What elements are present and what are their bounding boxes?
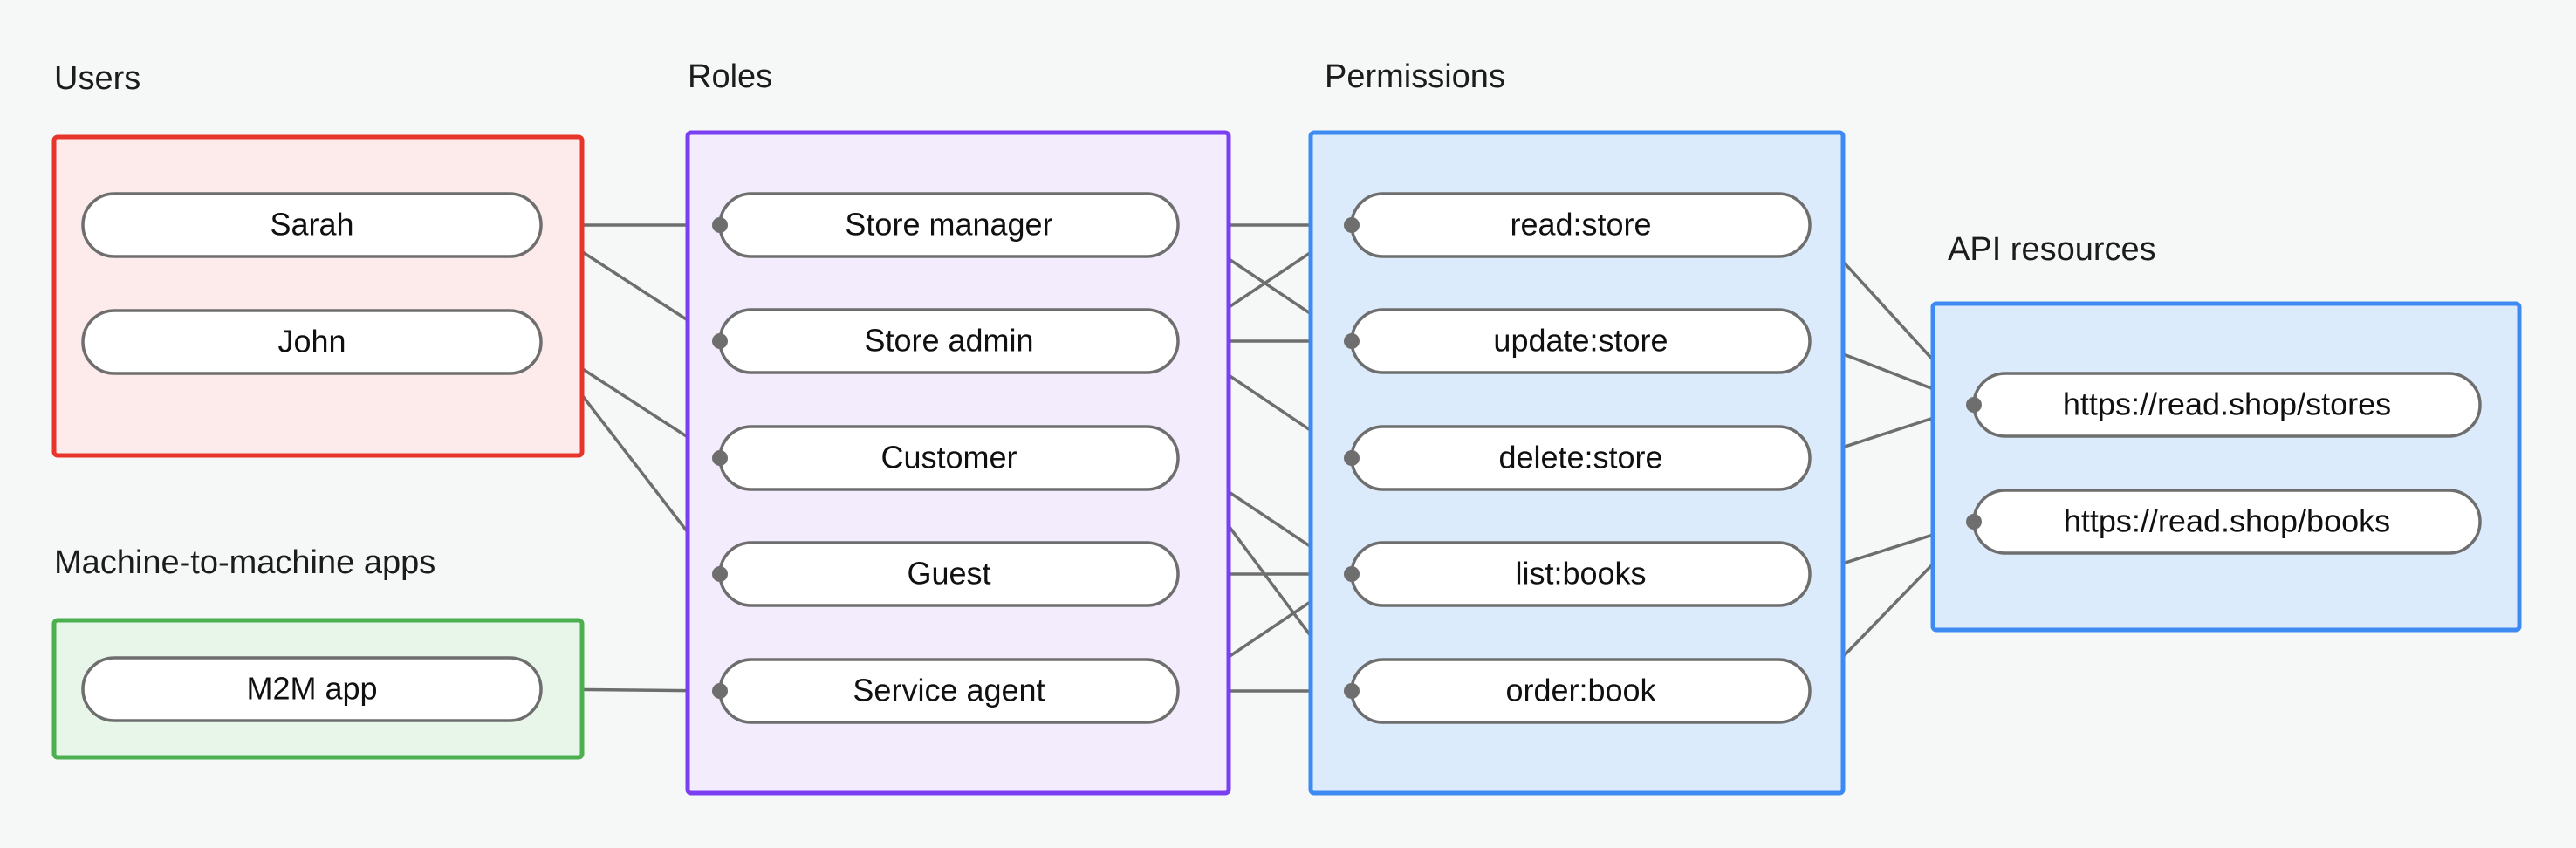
node-label-order_book: order:book — [1505, 673, 1656, 708]
port-dot-delete_store — [1344, 450, 1360, 466]
group-container-users — [51, 134, 585, 458]
port-layer — [712, 217, 1982, 699]
node-label-guest: Guest — [907, 556, 990, 592]
node-label-update_store: update:store — [1493, 323, 1668, 359]
port-dot-service_agent — [712, 683, 728, 699]
group-label-m2m: Machine-to-machine apps — [54, 544, 435, 581]
group-label-roles: Roles — [688, 58, 772, 95]
node-sarah[interactable] — [81, 192, 543, 258]
group-label-users: Users — [54, 60, 140, 97]
port-dot-update_store — [1344, 333, 1360, 349]
node-john[interactable] — [81, 309, 543, 375]
node-label-customer: Customer — [880, 440, 1017, 475]
node-m2mapp[interactable] — [81, 656, 543, 722]
port-dot-order_book — [1344, 683, 1360, 699]
node-label-delete_store: delete:store — [1498, 440, 1662, 475]
port-dot-list_books — [1344, 566, 1360, 582]
port-dot-guest — [712, 566, 728, 582]
group-label-permissions: Permissions — [1325, 58, 1505, 95]
node-label-store_admin: Store admin — [864, 323, 1033, 359]
node-label-sarah: Sarah — [270, 207, 353, 243]
node-label-john: John — [277, 324, 346, 359]
port-dot-read_store — [1344, 217, 1360, 233]
group-container-api_resources — [1930, 301, 2522, 633]
node-label-res_stores: https://read.shop/stores — [2063, 386, 2391, 422]
port-dot-res_books — [1966, 514, 1982, 530]
node-label-store_manager: Store manager — [845, 207, 1052, 243]
port-dot-customer — [712, 450, 728, 466]
group-label-api_resources: API resources — [1948, 231, 2156, 268]
node-label-res_books: https://read.shop/books — [2064, 503, 2390, 539]
port-dot-store_admin — [712, 333, 728, 349]
port-dot-store_manager — [712, 217, 728, 233]
port-dot-res_stores — [1966, 397, 1982, 413]
node-label-list_books: list:books — [1515, 556, 1646, 592]
node-label-service_agent: Service agent — [853, 673, 1045, 708]
node-layer — [81, 192, 2482, 724]
node-label-read_store: read:store — [1510, 207, 1651, 243]
node-label-m2mapp: M2M app — [246, 671, 377, 707]
